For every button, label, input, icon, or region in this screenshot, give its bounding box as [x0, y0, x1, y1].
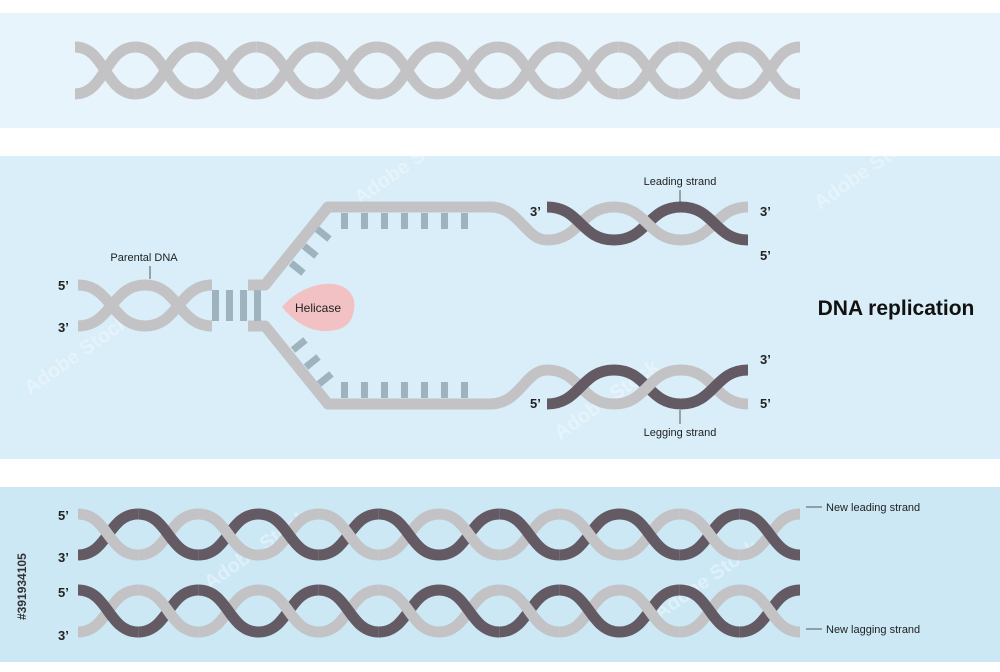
- strand-segment: [618, 41, 680, 100]
- leading-right-5prime: 5’: [760, 248, 771, 263]
- new-leading-5prime: 5’: [58, 508, 69, 523]
- strand-segment: [739, 584, 801, 638]
- parental-dna-label: Parental DNA: [110, 252, 178, 264]
- parental-helix: [77, 279, 213, 332]
- parental-5prime: 5’: [58, 278, 69, 293]
- helix-top: [74, 41, 801, 100]
- leading-helix: [546, 201, 749, 246]
- lower-arm-rungs: [290, 337, 468, 398]
- strand-segment: [195, 41, 257, 100]
- strand-segment: [618, 508, 681, 561]
- strand-segment: [255, 41, 318, 100]
- strand-segment: [137, 584, 199, 638]
- strand-segment: [680, 364, 749, 410]
- lagging-right-3prime: 3’: [760, 352, 771, 367]
- helicase-shape: [282, 283, 355, 332]
- strand-segment: [498, 584, 560, 638]
- leading-left-3prime: 3’: [530, 204, 541, 219]
- new-lagging-3prime: 3’: [58, 628, 69, 643]
- strand-segment: [738, 41, 801, 100]
- strand-segment: [679, 584, 741, 638]
- strand-segment: [74, 41, 137, 100]
- band-top: [0, 13, 1000, 128]
- new-lagging-strand-label: New lagging strand: [826, 624, 920, 636]
- strand-segment: [376, 41, 439, 100]
- strand-segment: [144, 279, 213, 332]
- strand-segment: [679, 508, 741, 561]
- strand-segment: [318, 584, 380, 638]
- stock-id: #391934105: [15, 553, 29, 620]
- strand-segment: [197, 508, 260, 561]
- strand-segment: [546, 201, 615, 246]
- legging-strand-label: Legging strand: [644, 427, 717, 439]
- strand-segment: [77, 584, 139, 638]
- new-leading-helix: [77, 508, 801, 561]
- strand-segment: [618, 584, 681, 638]
- strand-segment: [739, 508, 801, 561]
- strand-segment: [497, 41, 560, 100]
- strand-segment: [315, 41, 378, 100]
- lagging-helix: [546, 364, 749, 410]
- new-lagging-helix: [77, 584, 801, 638]
- strand-segment: [546, 364, 615, 410]
- helicase-label: Helicase: [295, 301, 341, 315]
- strand-segment: [378, 508, 440, 561]
- strand-segment: [613, 364, 682, 410]
- new-leading-strand-label: New leading strand: [826, 502, 920, 514]
- strand-segment: [134, 41, 197, 100]
- strand-segment: [137, 508, 199, 561]
- fork-lower-strand: [248, 320, 548, 410]
- strand-segment: [613, 201, 682, 246]
- strand-segment: [257, 584, 320, 638]
- parental-3prime: 3’: [58, 320, 69, 335]
- strand-segment: [558, 508, 621, 561]
- strand-segment: [680, 201, 749, 246]
- strand-segment: [558, 584, 621, 638]
- strand-segment: [378, 584, 440, 638]
- strand-segment: [77, 508, 139, 561]
- fork-upper-strand: [248, 201, 548, 291]
- strand-segment: [257, 508, 320, 561]
- leading-right-3prime: 3’: [760, 204, 771, 219]
- strand-segment: [498, 508, 560, 561]
- new-lagging-5prime: 5’: [58, 585, 69, 600]
- strand-segment: [438, 508, 500, 561]
- base-pair-rungs: [212, 290, 261, 321]
- strand-segment: [436, 41, 499, 100]
- upper-arm-rungs: [288, 213, 468, 276]
- leading-strand-label: Leading strand: [644, 176, 717, 188]
- replication-fork: Helicase Parental DNA Leading strand Leg…: [58, 176, 974, 439]
- strand-segment: [197, 584, 260, 638]
- lagging-right-5prime: 5’: [760, 396, 771, 411]
- strand-segment: [438, 584, 500, 638]
- strand-segment: [77, 279, 146, 332]
- strand-segment: [678, 41, 741, 100]
- new-leading-3prime: 3’: [58, 550, 69, 565]
- strand-segment: [318, 508, 380, 561]
- lagging-left-5prime: 5’: [530, 396, 541, 411]
- strand-segment: [557, 41, 620, 100]
- diagram-title: DNA replication: [818, 297, 975, 320]
